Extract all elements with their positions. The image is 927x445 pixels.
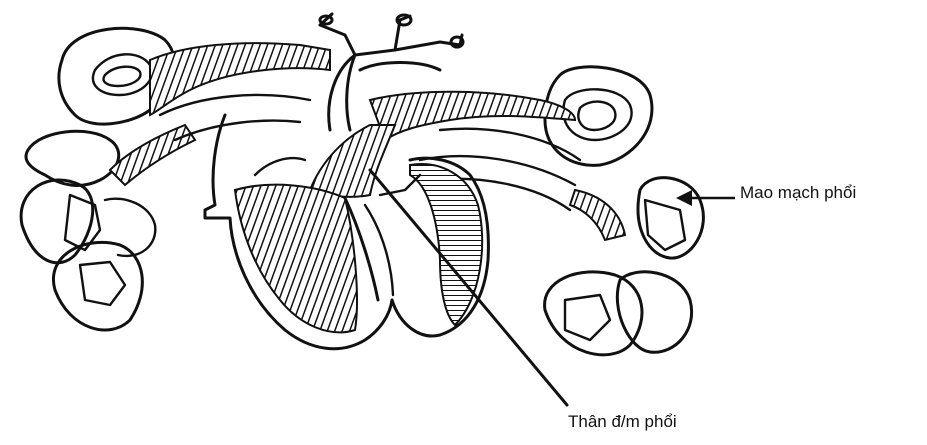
capillaries-arrow [676, 190, 735, 206]
pulmonary-trunk-label: Thân đ/m phổi [568, 412, 677, 432]
pulmonary-capillaries-label: Mao mạch phổi [740, 183, 856, 203]
